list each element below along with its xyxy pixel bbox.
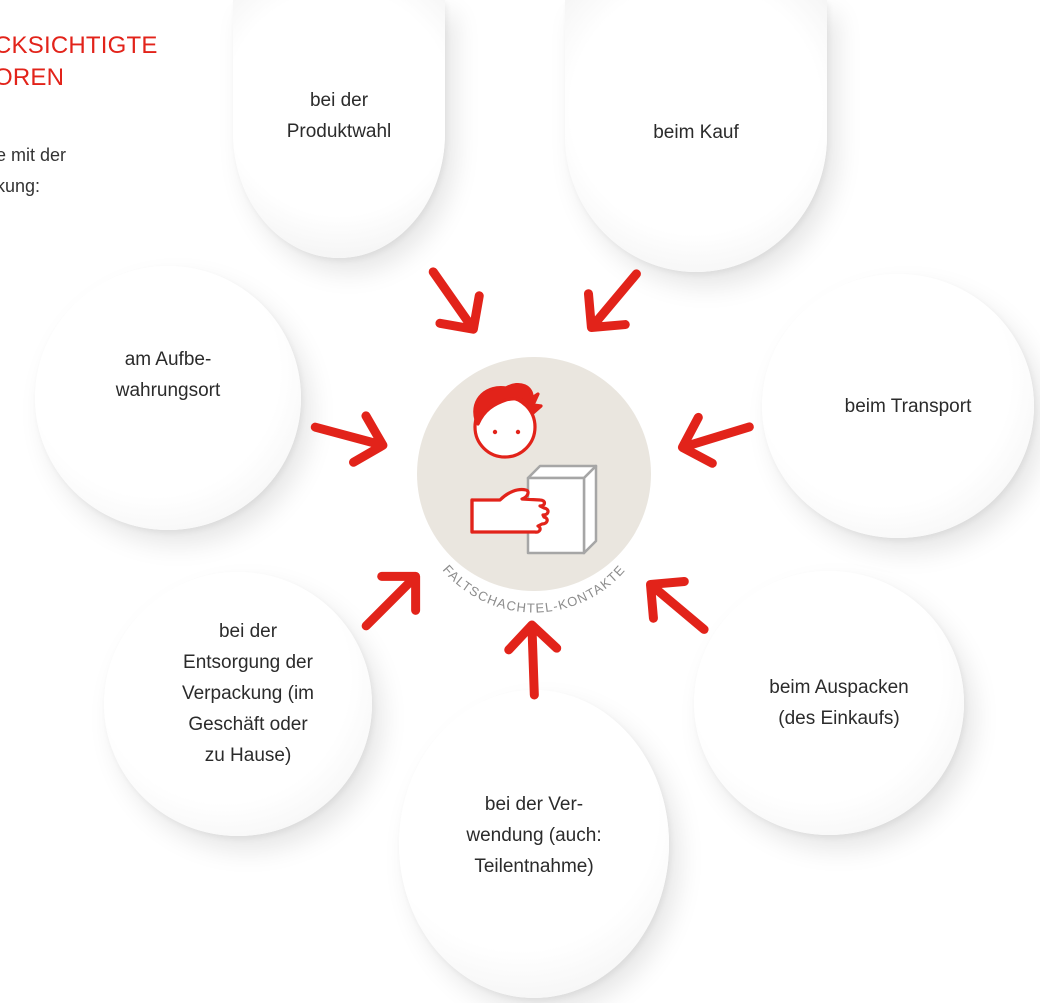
bubble-auspacken: beim Auspacken (des Einkaufs)	[694, 571, 964, 835]
center-label: FALTSCHACHTEL-KONTAKTE	[440, 562, 628, 616]
heading-line-2: OREN	[0, 64, 65, 91]
bubble-entsorgung: bei der Entsorgung der Verpackung (im Ge…	[104, 572, 372, 836]
bubble-label: beim Auspacken (des Einkaufs)	[769, 677, 909, 729]
arrow-from-auspacken	[635, 566, 719, 648]
intro-line-1: e mit der	[0, 145, 67, 165]
arrow-from-entsorgung	[349, 559, 432, 642]
bubble-kauf: beim Kauf	[565, 0, 827, 272]
bubble-label: bei der Produktwahl	[286, 90, 392, 142]
arrow-from-produktwahl	[414, 258, 493, 343]
bubble-aufbewahrungsort: am Aufbe- wahrungsort	[35, 266, 301, 530]
bubble-label: beim Transport	[844, 395, 972, 417]
bubble-verwendung: bei der Ver- wendung (auch: Teilentnahme…	[399, 690, 669, 998]
heading-line-1: CKSICHTIGTE	[0, 32, 158, 59]
bubble-label: beim Kauf	[653, 121, 739, 143]
bubble-label: bei der Entsorgung der Verpackung (im Ge…	[181, 620, 314, 766]
bubble-produktwahl: bei der Produktwahl	[233, 0, 445, 258]
arrow-from-transport	[675, 404, 756, 470]
face-icon	[473, 383, 543, 459]
intro-line-2: kung:	[0, 176, 41, 196]
intro-text: e mit der kung:	[0, 140, 66, 202]
hand-icon	[470, 487, 550, 534]
arrow-from-verwendung	[508, 624, 558, 696]
arrow-from-aufbewahrungsort	[309, 404, 389, 468]
bubble-label: bei der Ver- wendung (auch: Teilentnahme…	[466, 793, 602, 877]
arrow-from-kauf	[573, 258, 655, 342]
section-heading: CKSICHTIGTE OREN	[0, 30, 158, 94]
bubble-transport: beim Transport	[762, 274, 1034, 538]
bubble-label: am Aufbe- wahrungsort	[115, 349, 221, 401]
